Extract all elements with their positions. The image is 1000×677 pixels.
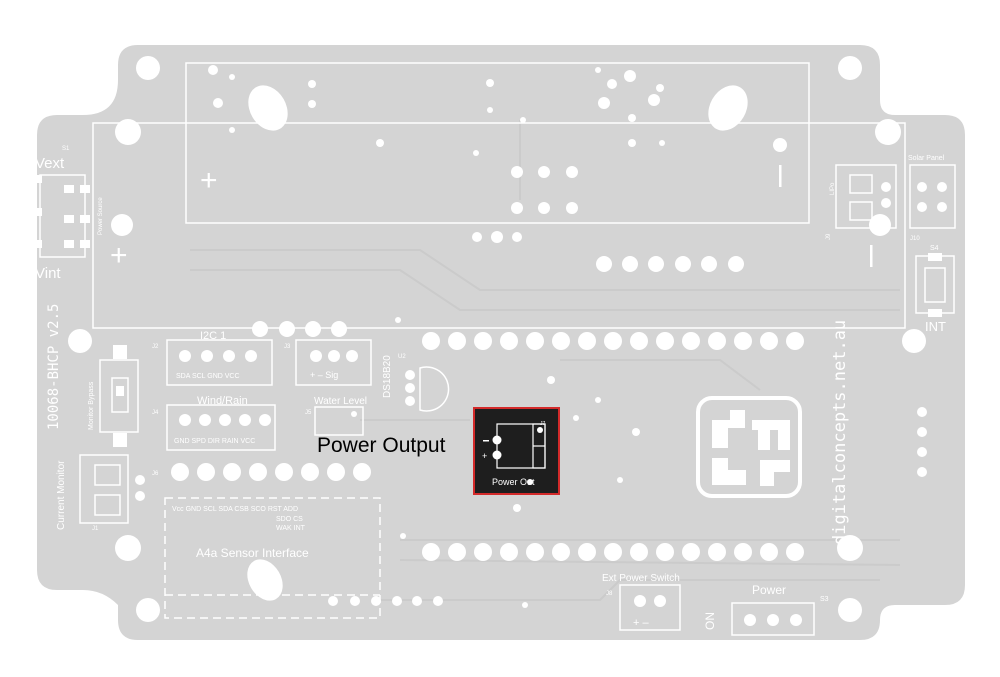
main-area-outline [92, 122, 906, 329]
mounting-holes [68, 56, 926, 622]
i2c-connector [166, 339, 273, 386]
lipo-label: LIPo [830, 182, 836, 195]
ext-power-switch-label: Ext Power Switch [602, 573, 680, 584]
j7-label: J7 [540, 421, 546, 427]
pcb-traces [190, 120, 901, 601]
a4a-sensor-interface [164, 497, 381, 619]
water-level-label: Water Level [314, 396, 367, 407]
solar-minus-mark [870, 245, 873, 267]
vint-label: Vint [35, 265, 61, 282]
current-monitor-label: Current Monitor [56, 460, 67, 530]
ext-power-switch-connector [619, 584, 681, 631]
header-row-top [422, 332, 804, 350]
on-label: ON [703, 612, 717, 630]
int-switch-s4 [915, 253, 955, 317]
power-out-plus: + [482, 451, 487, 461]
a4a-label: A4a Sensor Interface [196, 546, 309, 560]
right-side-pads [917, 407, 927, 477]
j2-label: J2 [152, 344, 159, 350]
wind-rain-pins: GND SPD DIR RAIN VCC [174, 438, 255, 445]
power-source-label: Power Source [98, 197, 104, 235]
u2-label: U2 [398, 354, 406, 360]
power-label: Power [752, 583, 786, 597]
power-output-callout: Power Output [317, 434, 446, 457]
int-label: INT [925, 319, 946, 334]
j6-label: J6 [152, 471, 159, 477]
power-out-label: Power Out [492, 477, 535, 487]
battery-minus-mark [779, 165, 782, 187]
battery-plus-mark: + [200, 164, 218, 197]
j3-label: J3 [284, 344, 291, 350]
wind-rain-label: Wind/Rain [197, 395, 248, 407]
vint-plus-mark: + [110, 239, 128, 272]
solar-panel-connector [909, 164, 956, 229]
j1-label: J1 [92, 526, 99, 532]
lipo-connector [835, 164, 897, 229]
a4a-pins-2: SDO CS [276, 516, 303, 523]
j10-label: J10 [910, 236, 920, 242]
i2c-label: I2C 1 [200, 330, 226, 342]
power-switch-s3 [731, 602, 815, 636]
wind-rain-connector [166, 404, 276, 451]
pad-row-i2c [252, 321, 347, 337]
solar-panel-label: Solar Panel [908, 155, 945, 162]
j3-pins: + – Sig [310, 370, 338, 380]
vias [208, 65, 787, 608]
website-label: digitalconcepts.net.au [830, 320, 850, 545]
vext-label: Vext [35, 155, 65, 172]
battery-holder-outline [185, 62, 810, 224]
model-label: 10068-BHCP v2.5 [46, 304, 62, 430]
ds18b20-sensor [405, 366, 450, 412]
j5-label: J5 [305, 410, 312, 416]
ext-power-pins: + – [633, 617, 649, 629]
a4a-pins-3: WAK INT [276, 525, 306, 532]
current-monitor-connector [79, 454, 145, 524]
pad-row-top [596, 256, 744, 272]
ds18b20-connector [295, 339, 372, 386]
s4-label: S4 [930, 245, 939, 252]
s1-label: S1 [62, 146, 70, 152]
monitor-bypass-label: Monitor Bypass [88, 381, 95, 430]
s3-label: S3 [820, 596, 829, 603]
ds18b20-label: DS18B20 [382, 355, 393, 398]
power-out-highlight [473, 407, 560, 495]
water-level-connector [314, 406, 364, 436]
digital-concepts-logo [696, 396, 802, 498]
header-row-j6 [171, 463, 371, 481]
j8-label: J8 [606, 591, 613, 597]
i2c-pins: SDA SCL GND VCC [176, 373, 240, 380]
header-row-bottom [422, 543, 804, 561]
j9-label: J9 [826, 233, 832, 240]
monitor-bypass-switch [99, 345, 139, 447]
s1-switch [34, 174, 90, 258]
a4a-pins-1: Vcc GND SCL SDA CSB SCO RST ADD [172, 506, 298, 513]
a4a-pads [328, 596, 443, 606]
j4-label: J4 [152, 410, 159, 416]
